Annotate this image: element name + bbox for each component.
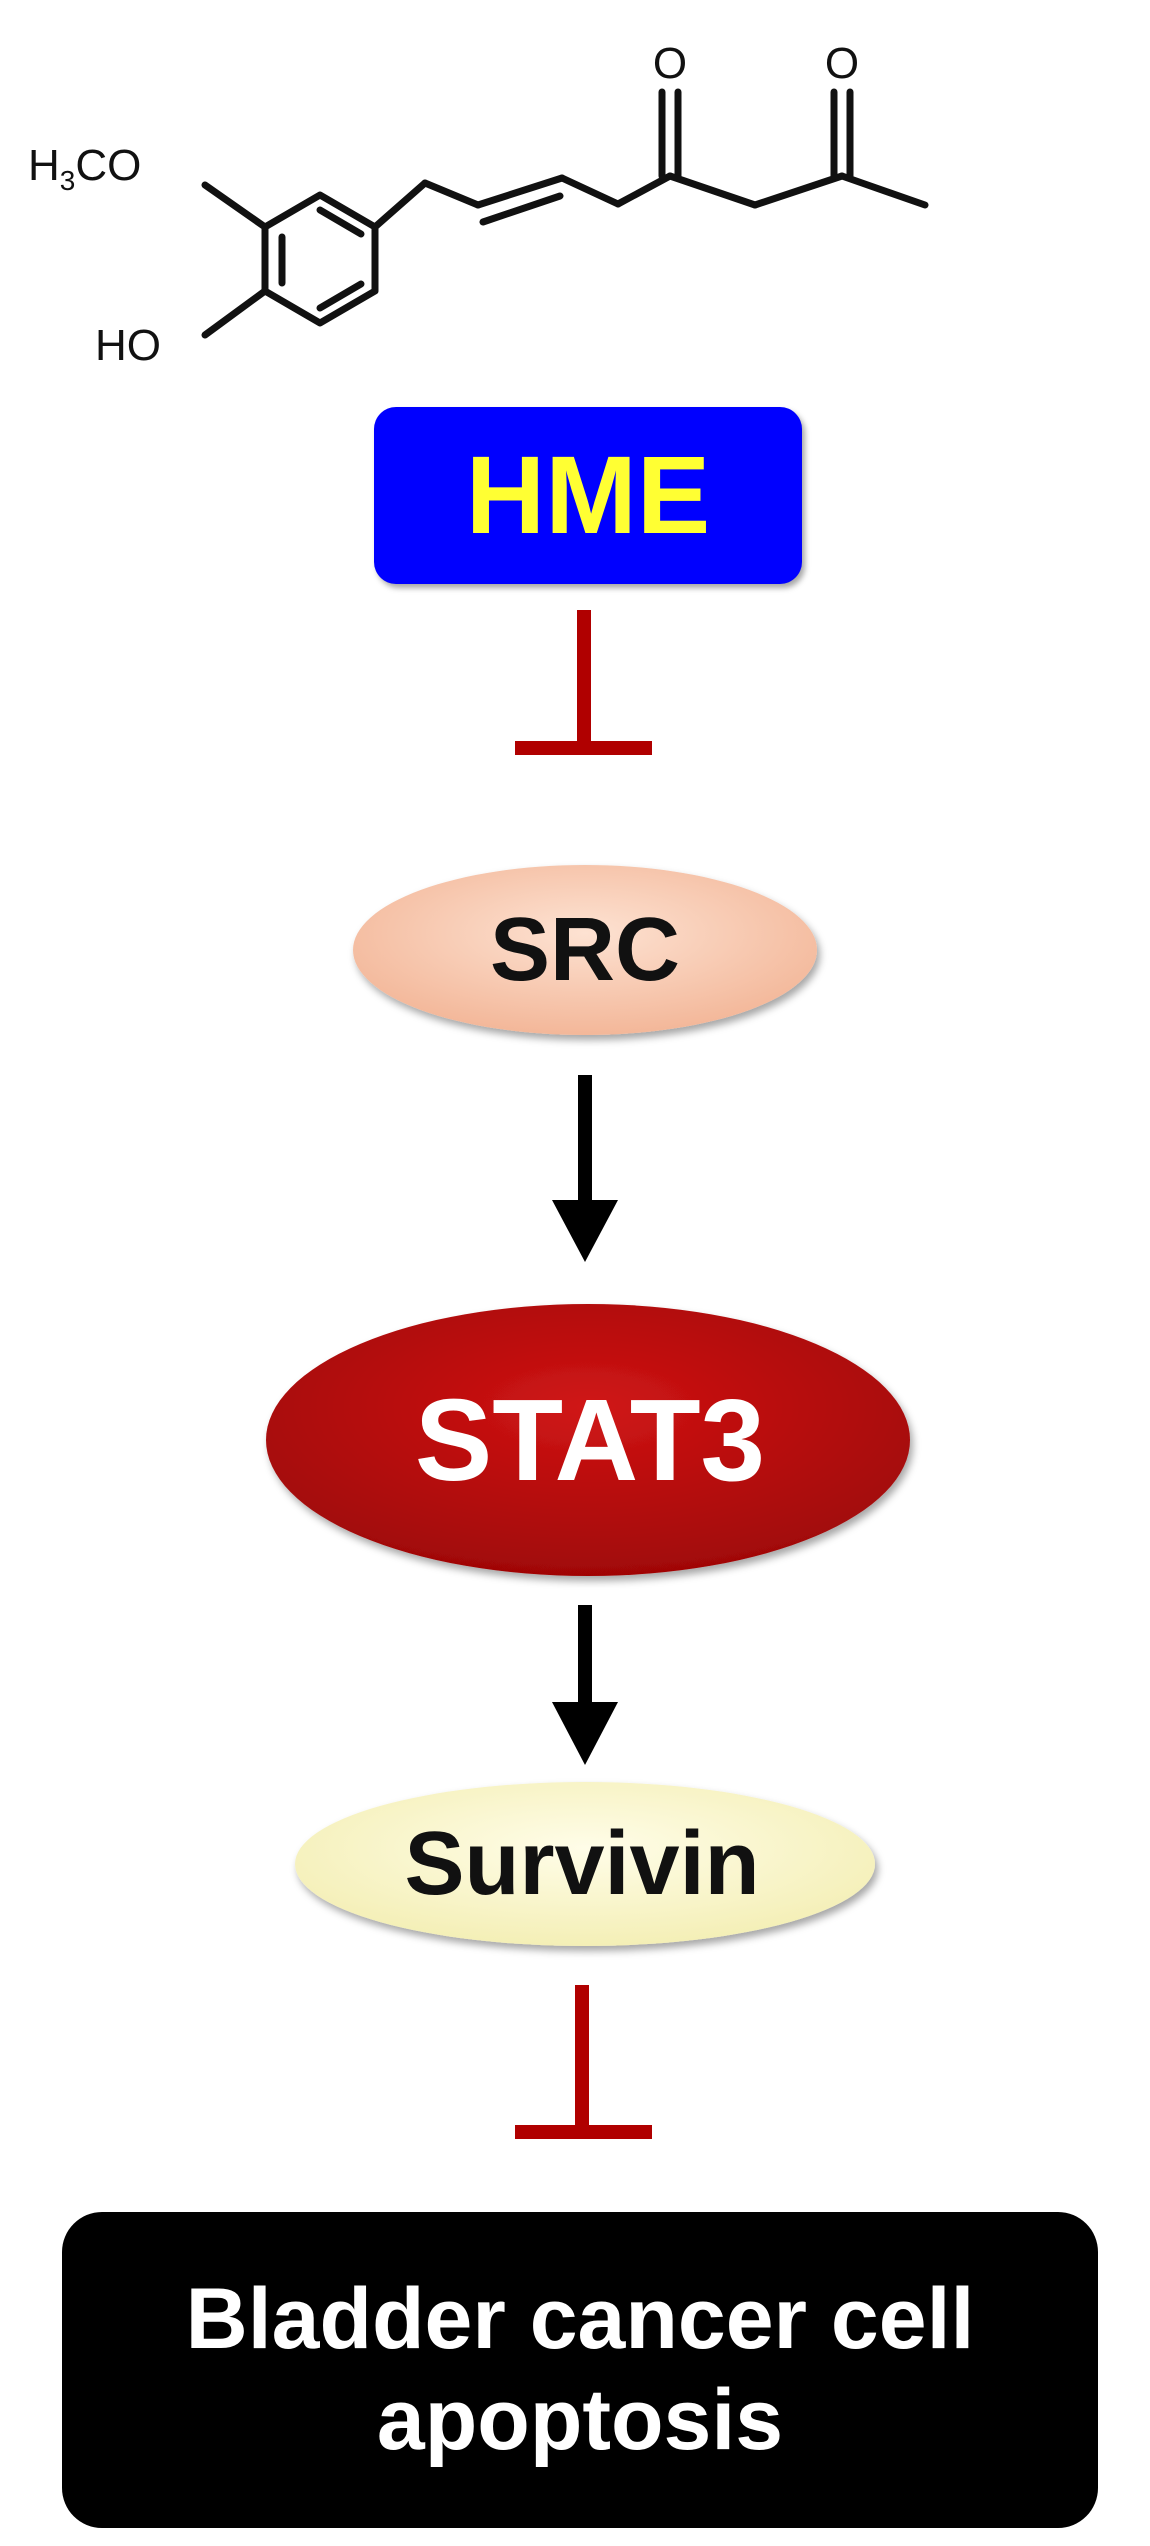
apoptosis-label: Bladder cancer cell apoptosis: [185, 2270, 975, 2468]
chain-bond: [666, 172, 759, 209]
apoptosis-node: [62, 2212, 1098, 2528]
survivin-node: [295, 1782, 875, 1946]
chain-bond: [558, 174, 622, 208]
stat3-node: [266, 1304, 910, 1576]
ring-double-bond: [316, 206, 365, 238]
hme-node: [374, 407, 802, 584]
chain-bond: [838, 172, 929, 209]
chain-bond: [751, 172, 846, 209]
methoxy-bond: [201, 181, 269, 231]
alkene-bond: [474, 174, 566, 209]
ketone-oxygen-label: O: [653, 39, 687, 88]
alkene-bond: [479, 192, 564, 226]
chain-bond: [421, 179, 482, 209]
methoxy-label: H3CO: [28, 141, 141, 196]
hydroxy-label: HO: [95, 321, 161, 370]
src-label: SRC: [489, 899, 681, 1000]
hme-label: HME: [465, 433, 711, 557]
hydroxy-bond: [201, 287, 269, 339]
chain-bond: [371, 179, 429, 231]
inhibition-arrow: [515, 1985, 652, 2139]
src-node: [353, 865, 817, 1035]
activation-arrow: [552, 1075, 618, 1262]
ketone-oxygen-label: O: [825, 39, 859, 88]
ring-double-bond: [316, 280, 365, 312]
chemical-structure: [201, 88, 929, 339]
activation-arrow: [552, 1605, 618, 1765]
inhibition-arrow: [515, 610, 652, 755]
chain-bond: [614, 172, 674, 208]
stat3-label: STAT3: [414, 1374, 766, 1505]
survivin-label: Survivin: [404, 1813, 760, 1914]
